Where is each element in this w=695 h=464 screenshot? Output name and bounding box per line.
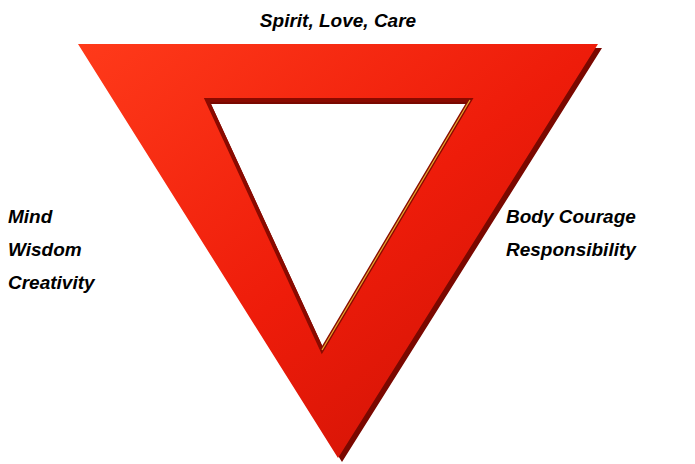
top-label: Spirit, Love, Care <box>260 4 416 37</box>
highlight-line <box>322 100 470 350</box>
right-label: Body Courage Responsibility <box>506 200 636 266</box>
inner-edge <box>207 100 470 350</box>
left-label: Mind Wisdom Creativity <box>8 200 95 299</box>
